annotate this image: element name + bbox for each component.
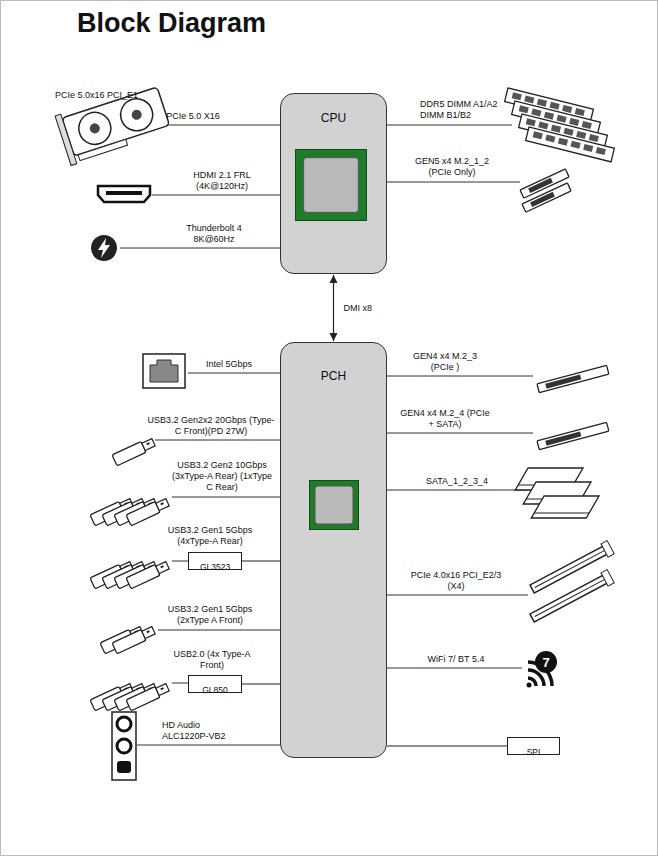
chip-die: [295, 149, 367, 221]
signal-wire: [158, 630, 280, 631]
controller-box: GL850: [188, 675, 242, 693]
signal-wire: [137, 745, 280, 746]
interface-label: Intel 5Gbps: [184, 359, 274, 370]
thunderbolt-icon: [91, 235, 117, 261]
signal-wire: [387, 433, 533, 434]
bus-connector: [242, 560, 280, 561]
chip-block: CPU: [280, 93, 387, 274]
chip-name: PCH: [321, 369, 346, 383]
controller-name: GL3523: [200, 562, 230, 572]
diagram-title: Block Diagram: [77, 8, 266, 39]
controller-name: SPI: [527, 747, 541, 757]
usb-stick: [126, 682, 170, 711]
signal-wire: [120, 248, 280, 249]
signal-wire: [387, 668, 522, 669]
hdmi-port: [98, 186, 150, 202]
sata-drive: [531, 496, 599, 518]
memory-module: [526, 127, 615, 162]
usb-stick: [112, 625, 156, 654]
signal-wire: [172, 561, 188, 562]
interface-label: GEN4 x4 M.2_3 (PCIe ): [405, 351, 485, 373]
signal-wire: [155, 440, 280, 441]
ethernet-port: [143, 354, 185, 388]
interface-label: USB3.2 Gen1 5Gbps (2xType A Front): [163, 604, 258, 626]
bus-label: DMI x8: [343, 303, 374, 314]
signal-wire: [188, 373, 280, 374]
chip-block: PCH: [280, 342, 387, 758]
signal-wire: [172, 497, 280, 498]
interface-label: PCIe 5.0 X16: [143, 111, 243, 122]
interface-label: PCIe 4.0x16 PCI_E2/3 (X4): [401, 570, 511, 592]
usb-stick: [126, 560, 170, 589]
interface-label: HD Audio ALC1220P-VB2: [162, 720, 237, 742]
chip-name: CPU: [321, 111, 346, 125]
usb-stick: [126, 497, 170, 526]
m2-ssd: [537, 422, 609, 449]
signal-wire: [172, 683, 188, 684]
m2-ssd: [537, 365, 609, 392]
interface-label: GEN5 x4 M.2_1_2 (PCIe Only): [410, 156, 495, 178]
pcie-slot: [529, 570, 615, 625]
signal-wire: [152, 195, 280, 196]
bus-connector: [387, 745, 507, 746]
wifi-icon: [527, 651, 558, 688]
interface-label: USB3.2 Gen2 10Gbps (3xType-A Rear) (1xTy…: [170, 460, 275, 493]
interface-label: HDMI 2.1 FRL (4K@120Hz): [180, 170, 265, 192]
usb-stick: [112, 437, 156, 466]
controller-box: SPI: [507, 737, 560, 755]
interface-label: SATA_1_2_3_4: [412, 476, 502, 487]
interface-label: USB3.2 Gen1 5Gbps (4xType-A Rear): [163, 525, 258, 547]
signal-wire: [387, 490, 527, 491]
bus-connector: [242, 683, 280, 684]
bus-connector: [333, 275, 334, 341]
signal-wire: [387, 182, 520, 183]
interface-label: GEN4 x4 M.2_4 (PCIe + SATA): [400, 408, 490, 430]
interface-label: DDR5 DIMM A1/A2 DIMM B1/B2: [420, 99, 502, 121]
m2-ssd: [522, 183, 571, 212]
interface-label: PCIe 5.0x16 PCI_E1: [55, 90, 185, 101]
interface-label: USB2.0 (4x Type-A Front): [172, 649, 252, 671]
chip-die: [309, 480, 359, 530]
controller-box: GL3523: [188, 552, 242, 570]
pcie-slot: [529, 541, 615, 596]
wifi-version: 7: [535, 656, 557, 669]
signal-wire: [387, 376, 533, 377]
signal-wire: [387, 125, 512, 126]
audio-jacks: [112, 712, 136, 780]
interface-label: WiFi 7/ BT 5.4: [411, 654, 501, 665]
signal-wire: [165, 125, 280, 126]
controller-name: GL850: [202, 685, 228, 695]
interface-label: Thunderbolt 4 8K@60Hz: [177, 223, 252, 245]
signal-wire: [387, 595, 528, 596]
interface-label: USB3.2 Gen2x2 20Gbps (Type-C Front)(PD 2…: [146, 415, 276, 437]
